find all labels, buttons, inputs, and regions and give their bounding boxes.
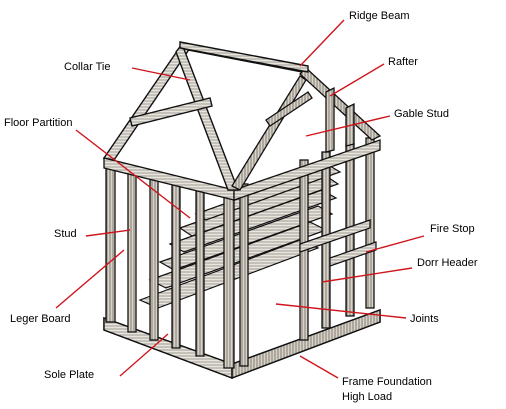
side-top-plate (233, 139, 381, 201)
front-gable (102, 42, 240, 191)
label-high-load: High Load (342, 391, 393, 403)
label-rafter: Rafter (388, 56, 418, 68)
label-floor-partition: Floor Partition (4, 117, 73, 129)
label-collar-tie: Collar Tie (64, 61, 111, 73)
leader-fire-stop (365, 235, 425, 253)
leader-dorr-header (321, 267, 413, 283)
leader-collar-tie (131, 67, 191, 81)
front-wall-studs (105, 161, 235, 369)
leader-leger-board (55, 249, 125, 309)
leader-stud (85, 229, 131, 237)
label-joints: Joints (410, 313, 439, 325)
leader-floor-partition (75, 129, 191, 219)
label-gable-stud: Gable Stud (394, 108, 450, 120)
label-leger-board: Leger Board (10, 313, 71, 325)
leader-ridge-beam (299, 19, 345, 67)
label-frame-foundation: Frame Foundation (342, 376, 432, 388)
leader-gable-stud (305, 115, 391, 137)
front-top-plate (103, 157, 235, 201)
ridge-beam (179, 41, 309, 73)
label-dorr-header: Dorr Header (417, 257, 478, 269)
leader-joints (275, 303, 407, 319)
leader-sole-plate (119, 333, 169, 377)
label-ridge-beam: Ridge Beam (349, 10, 410, 22)
leader-rafter (329, 63, 385, 97)
label-fire-stop: Fire Stop (430, 223, 475, 235)
label-sole-plate: Sole Plate (44, 369, 95, 381)
leader-lines (55, 19, 425, 379)
door-header-block (299, 219, 377, 267)
label-stud: Stud (54, 228, 77, 240)
leader-frame-foundation (299, 355, 339, 379)
